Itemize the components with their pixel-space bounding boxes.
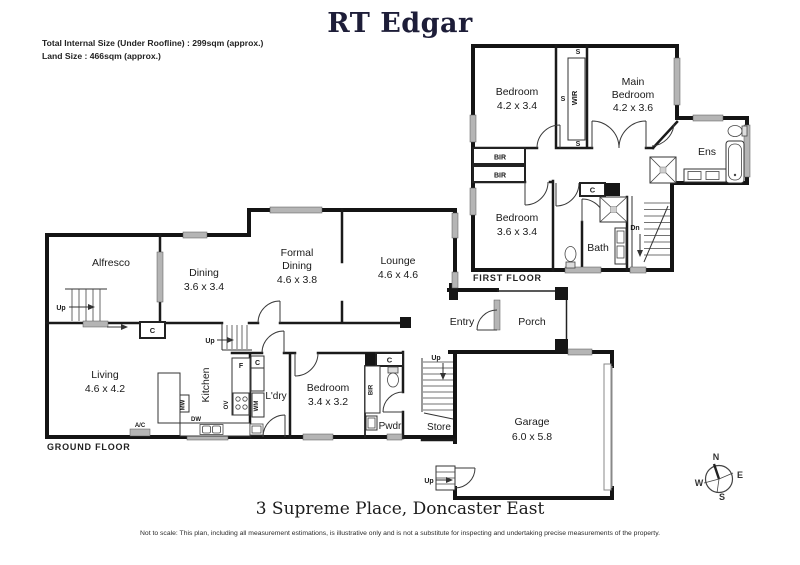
oven-label: OV <box>224 401 230 410</box>
cupboard-label: C <box>255 360 260 367</box>
room-label-garage: Garage <box>514 416 549 428</box>
washing-machine-label: WM <box>254 401 260 412</box>
room-label-main-bedroom-1: Main <box>622 76 645 88</box>
toilet-icon <box>727 125 748 137</box>
room-label-laundry: L'dry <box>265 391 286 402</box>
room-label-store: Store <box>427 422 451 433</box>
ground-floor-windows <box>82 206 612 491</box>
alfresco-stairs: Up <box>56 288 128 330</box>
room-dims-living: 4.6 x 4.2 <box>85 383 125 395</box>
shower-icon <box>649 156 677 184</box>
stairs-up-label: Up <box>424 478 433 485</box>
wir-label: WIR <box>570 90 579 105</box>
room-dims-bedroom2: 4.2 x 3.4 <box>497 100 537 112</box>
room-label-bedroom3: Bedroom <box>496 212 539 224</box>
floor-label-first: FIRST FLOOR <box>473 273 542 283</box>
room-dims-bedroom-g: 3.4 x 3.2 <box>308 396 348 408</box>
cupboard-label: C <box>590 186 596 195</box>
garage-steps: Up <box>424 465 456 491</box>
room-dims-dining: 3.6 x 3.4 <box>184 281 224 293</box>
shower-icon <box>599 196 628 223</box>
land-size: Land Size : 466sqm (approx.) <box>42 51 161 61</box>
toilet-icon <box>387 366 399 388</box>
shelf-label: S <box>561 96 566 103</box>
cupboard-label: C <box>150 326 156 335</box>
room-dims-garage: 6.0 x 5.8 <box>512 431 552 443</box>
stairs-up-label: Up <box>56 305 65 312</box>
room-label-kitchen: Kitchen <box>200 367 212 402</box>
bir-label: BIR <box>494 155 506 162</box>
room-label-bedroom2: Bedroom <box>496 86 539 98</box>
disclaimer: Not to scale: This plan, including all m… <box>140 530 660 537</box>
compass-icon: N E W S <box>695 452 743 502</box>
room-label-lounge: Lounge <box>380 255 415 267</box>
garage-door <box>603 363 612 491</box>
shelf-label: S <box>576 49 581 56</box>
room-dims-lounge: 4.6 x 4.6 <box>378 269 418 281</box>
cupboard-alfresco: C <box>139 321 166 339</box>
kitchen-fixtures: MW DW OV F C WM <box>157 355 265 437</box>
room-label-formal-dining-2: Dining <box>282 260 312 272</box>
cooktop-icon <box>232 392 250 416</box>
bathtub-icon <box>725 140 745 184</box>
ground-floor-walls <box>45 208 614 500</box>
stairs-up-label: Up <box>431 355 440 362</box>
footer: 3 Supreme Place, Doncaster East Not to s… <box>140 499 660 537</box>
room-label-main-bedroom-2: Bedroom <box>612 89 655 101</box>
room-dims-formal-dining: 4.6 x 3.8 <box>277 274 317 286</box>
compass-s: S <box>719 492 725 502</box>
main-stairs-and-store: Up Store <box>423 355 453 433</box>
ground-floor-plan: Up Up Up Store Up C <box>45 206 614 500</box>
vanity-icon <box>365 415 378 431</box>
room-label-dining: Dining <box>189 267 219 279</box>
room-dims-main-bedroom: 4.2 x 3.6 <box>613 102 653 114</box>
vanity-icon <box>614 227 627 265</box>
room-label-porch: Porch <box>518 316 546 328</box>
room-label-bedroom-g: Bedroom <box>307 382 350 394</box>
brand-logo: RT Edgar <box>327 8 473 39</box>
laundry-trough-icon <box>249 423 264 436</box>
stairs-dn-label: Dn <box>630 225 639 232</box>
bath-fixtures: C <box>564 182 628 269</box>
total-internal-size: Total Internal Size (Under Roofline) : 2… <box>42 38 264 48</box>
dishwasher-label: DW <box>191 417 201 423</box>
shelf-label: S <box>576 141 581 148</box>
room-label-entry: Entry <box>450 316 475 328</box>
ensuite-fixtures <box>649 125 748 184</box>
property-address: 3 Supreme Place, Doncaster East <box>256 499 545 519</box>
room-label-bath: Bath <box>587 242 609 254</box>
built-in-robes-first: BIR BIR <box>472 147 526 183</box>
room-label-ens: Ens <box>698 146 716 158</box>
first-floor-doors <box>524 120 675 223</box>
microwave-label: MW <box>181 399 187 410</box>
bir-label: BIR <box>494 173 506 180</box>
cupboard-label: C <box>387 356 393 365</box>
ground-floor-labels: Alfresco Dining 3.6 x 3.4 Formal Dining … <box>47 247 552 452</box>
header: RT Edgar Total Internal Size (Under Roof… <box>42 8 473 61</box>
bedroom-powder-fixtures: C BIR <box>364 352 404 431</box>
room-label-living: Living <box>91 369 119 381</box>
aircon-label: A/C <box>135 423 146 429</box>
stairs-first-floor: Dn <box>630 202 670 263</box>
first-floor-labels: Bedroom 4.2 x 3.4 Main Bedroom 4.2 x 3.6… <box>473 76 716 283</box>
compass-e: E <box>737 470 743 480</box>
compass-w: W <box>695 478 704 488</box>
fridge-label: F <box>239 363 244 370</box>
toilet-icon <box>564 246 577 269</box>
first-floor-plan: BIR BIR WIR S S S <box>469 44 751 283</box>
aircon-unit: A/C <box>129 423 151 437</box>
room-dims-bedroom3: 3.6 x 3.4 <box>497 226 537 238</box>
room-label-alfresco: Alfresco <box>92 257 130 269</box>
stairs-up-label: Up <box>205 338 214 345</box>
sink-icon <box>199 424 224 435</box>
walk-in-robe: WIR S S S <box>561 49 586 148</box>
floor-label-ground: GROUND FLOOR <box>47 442 131 452</box>
compass-n: N <box>713 452 720 462</box>
bir-label: BIR <box>369 384 375 395</box>
room-label-formal-dining-1: Formal <box>281 247 314 259</box>
room-label-powder: Pwdr <box>379 421 402 432</box>
hall-stairs: Up <box>205 325 248 349</box>
double-vanity-icon <box>683 168 727 183</box>
